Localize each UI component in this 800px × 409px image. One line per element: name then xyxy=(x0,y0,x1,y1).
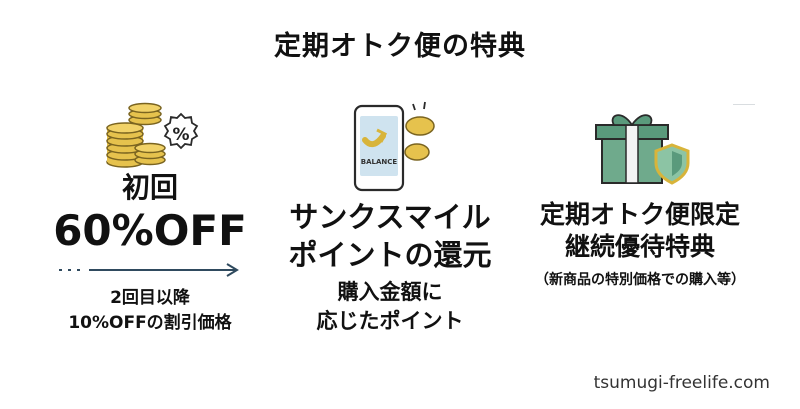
benefit-heading: サンクスマイル xyxy=(289,200,491,234)
benefit-exclusive-perks: 定期オトク便限定 継続優待特典 （新商品の特別価格での購入等） xyxy=(500,105,780,291)
site-url: tsumugi-freelife.com xyxy=(593,373,770,393)
benefit-heading: ポイントの還元 xyxy=(288,238,492,272)
benefit-first-discount: % 初回 60%OFF 2回目以降 10%OFFの割引価格 xyxy=(40,100,260,336)
benefit-heading: 定期オトク便限定 xyxy=(539,200,740,229)
benefit-sub-line: 10%OFFの割引価格 xyxy=(68,313,232,333)
arrow-right-icon xyxy=(59,263,239,277)
benefit-heading: 継続優待特典 xyxy=(564,232,715,261)
benefit-sub-line: 購入金額に xyxy=(337,280,443,304)
benefit-heading-large: 60%OFF xyxy=(53,206,247,255)
coins-discount-icon: % xyxy=(106,102,199,168)
decorative-line xyxy=(733,104,755,105)
gift-shield-icon xyxy=(595,114,690,185)
benefit-sub-line: 2回目以降 xyxy=(110,288,190,308)
benefit-note: （新商品の特別価格での購入等） xyxy=(535,272,745,288)
page-title: 定期オトク便の特典 xyxy=(274,31,526,62)
svg-text:%: % xyxy=(172,125,189,145)
benefit-heading-small: 初回 xyxy=(121,171,178,204)
phone-screen-text: BALANCE xyxy=(361,158,398,166)
phone-points-icon: BALANCE xyxy=(353,101,435,192)
benefit-sub-line: 応じたポイント xyxy=(316,309,464,333)
benefit-point-return: BALANCE サンクスマイル ポイントの還元 購入金額に 応じたポイント xyxy=(265,100,515,336)
